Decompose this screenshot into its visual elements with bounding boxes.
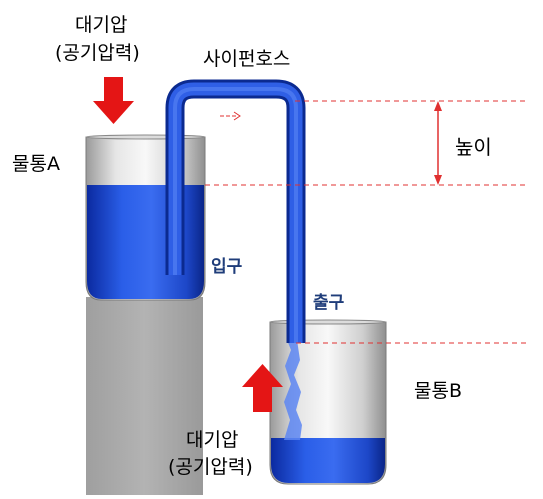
tank-a-stand xyxy=(86,297,203,495)
water-stream xyxy=(284,340,302,440)
flow-arrow-icon xyxy=(220,111,241,121)
height-arrow-icon xyxy=(434,101,442,185)
tank-b-water xyxy=(271,438,385,483)
tank-b xyxy=(269,319,387,485)
tank-b-label: 물통B xyxy=(414,380,462,402)
tank-a-water xyxy=(87,185,204,299)
pressure-label-top-line2: (공기압력) xyxy=(55,42,140,64)
outlet-label: 출구 xyxy=(313,293,345,313)
arrow-down-icon xyxy=(93,77,134,124)
siphon-hose-label: 사이펀호스 xyxy=(203,48,291,70)
pressure-label-top-line1: 대기압 xyxy=(75,14,128,36)
tank-a-label: 물통A xyxy=(12,153,60,175)
height-label: 높이 xyxy=(455,135,492,159)
inlet-label: 입구 xyxy=(211,257,243,277)
pressure-label-bottom-line2: (공기압력) xyxy=(168,456,253,478)
pressure-label-bottom-line1: 대기압 xyxy=(186,429,239,451)
tank-a xyxy=(85,134,206,301)
siphon-hose xyxy=(165,79,306,343)
arrow-up-icon xyxy=(242,364,283,412)
